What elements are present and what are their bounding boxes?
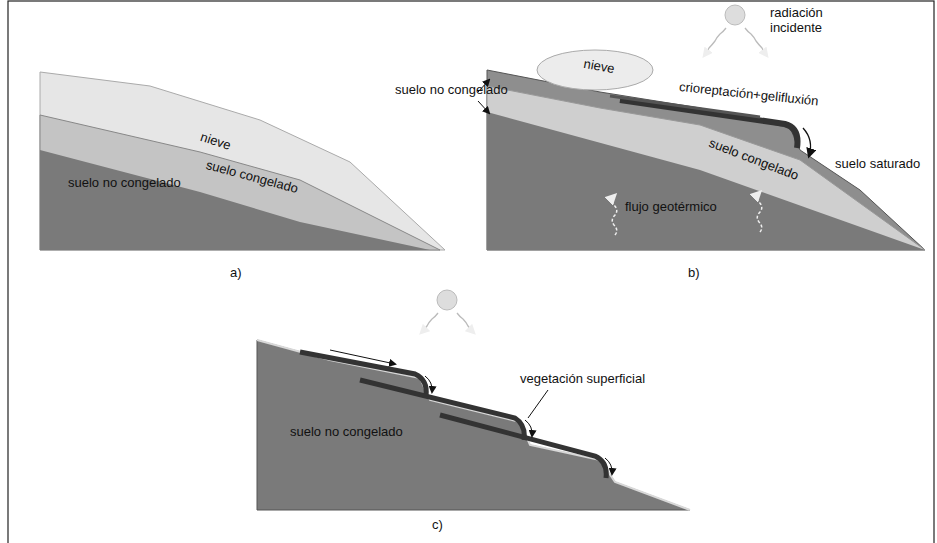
panel-label: a): [230, 266, 242, 281]
process-label: crioreptación+gelifluxión: [678, 80, 819, 109]
layer-label: suelo no congelado: [395, 83, 508, 98]
layer-label: suelo saturado: [835, 157, 920, 172]
note-label: vegetación superficial: [520, 372, 645, 387]
panel-label: b): [688, 266, 700, 281]
layer-label: suelo no congelado: [290, 425, 403, 440]
panel-label: c): [432, 518, 443, 533]
process-label: flujo geotérmico: [625, 200, 717, 215]
note-label: radiación incidente: [770, 6, 842, 36]
layer-label: suelo no congelado: [68, 176, 181, 191]
